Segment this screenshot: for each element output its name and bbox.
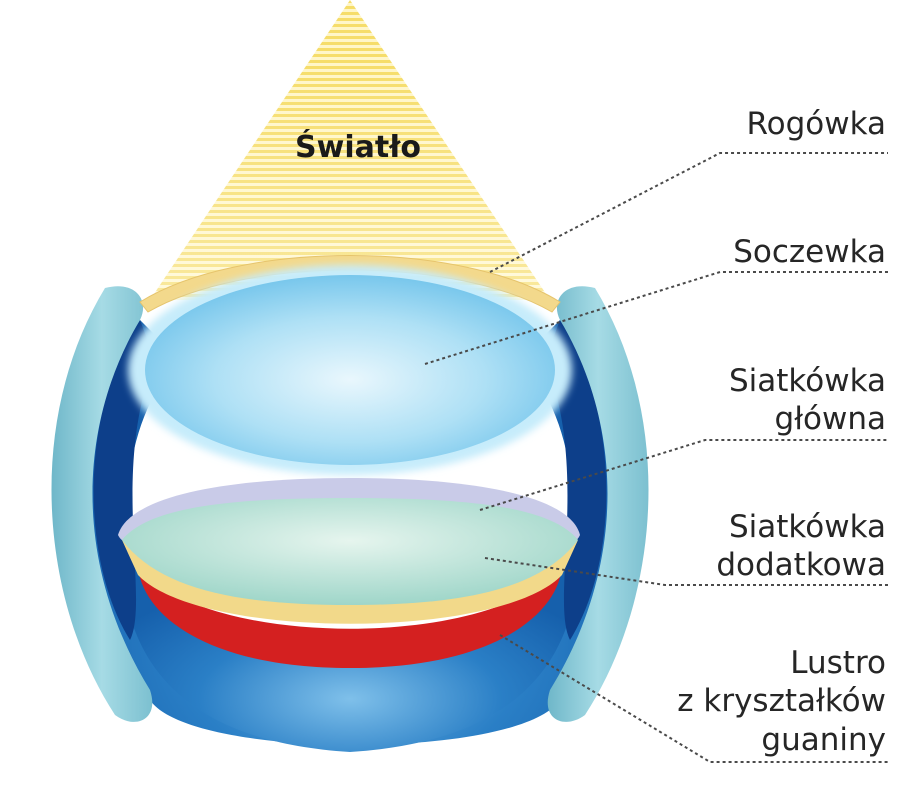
- label-secondary-retina-line2: dodatkowa: [716, 547, 886, 583]
- lens-core: [145, 275, 555, 465]
- label-cornea: Rogówka: [746, 106, 886, 142]
- label-mirror-line3: guaniny: [761, 722, 886, 758]
- label-lens: Soczewka: [733, 234, 886, 270]
- label-main-retina-line1: Siatkówka: [729, 363, 886, 399]
- label-main-retina-line2: główna: [775, 401, 886, 437]
- label-mirror-line1: Lustro: [790, 645, 886, 681]
- label-secondary-retina-line1: Siatkówka: [729, 509, 886, 545]
- light-label: Światło: [295, 128, 421, 165]
- leader-main-retina: [480, 440, 888, 510]
- label-mirror-line2: z kryształków: [677, 683, 886, 719]
